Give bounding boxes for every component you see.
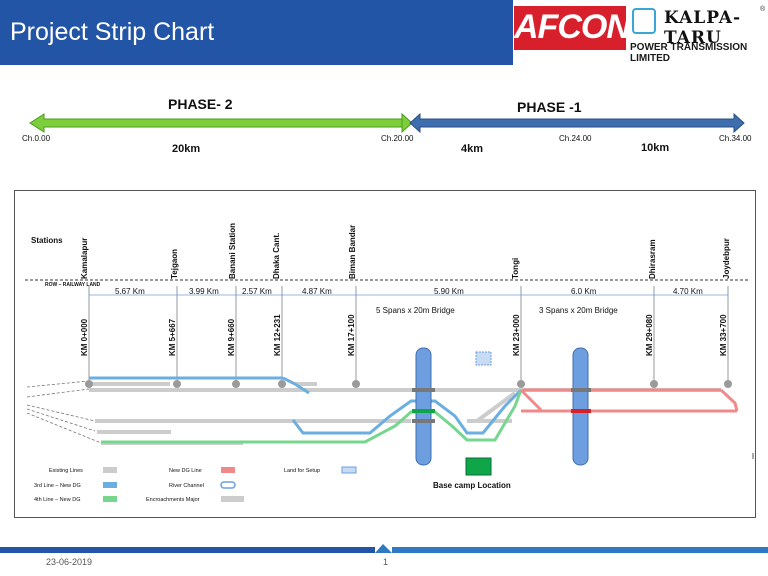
land-for-setup-area — [475, 351, 492, 366]
strip-diagram: Stations ROW – RAILWAY LAND Kamalapur Te… — [14, 190, 756, 518]
legend-swatch — [220, 481, 236, 489]
km-label: KM 9+660 — [227, 318, 236, 356]
title-bar: Project Strip Chart — [0, 0, 513, 65]
station-marker — [173, 380, 181, 388]
chainage-label: Ch.34.00 — [719, 134, 752, 143]
row-label: ROW – RAILWAY LAND — [45, 282, 101, 288]
spacing-label: 5.90 Km — [434, 287, 464, 296]
registered-mark: ® — [760, 6, 766, 13]
legend-label: 3rd Line – New DG — [34, 483, 81, 489]
spacing-label: 3.99 Km — [189, 287, 219, 296]
bridge-label: 5 Spans x 20m Bridge — [376, 306, 455, 315]
phase2-label: PHASE- 2 — [168, 96, 233, 112]
km-label: KM 12+231 — [273, 314, 282, 356]
km-label: KM 17+100 — [347, 314, 356, 356]
legend-label: Existing Lines — [49, 468, 83, 474]
spacing-label: 6.0 Km — [571, 287, 597, 296]
river-channel — [572, 347, 589, 466]
station-name: Banani Station — [228, 223, 237, 279]
legend-swatch — [103, 496, 117, 502]
station-name: Joydebpur — [722, 238, 731, 279]
kalpataru-emblem-icon — [632, 8, 656, 34]
page-title: Project Strip Chart — [10, 18, 215, 46]
legend-swatch — [103, 467, 117, 473]
chainage-label: Ch.20.00 — [381, 134, 414, 143]
station-name: Biman Bandar — [348, 225, 357, 279]
legend-swatch — [103, 482, 117, 488]
spacing-label: 4.87 Km — [302, 287, 332, 296]
base-camp-area — [465, 457, 492, 476]
legend-swatch — [221, 467, 235, 473]
chainage-label: Ch.24.00 — [559, 134, 592, 143]
station-marker — [232, 380, 240, 388]
footer-bar — [0, 544, 768, 553]
phase1-label: PHASE -1 — [517, 99, 582, 115]
kalpataru-logo-text: KALPA-TARU — [664, 8, 742, 48]
footer-date: 23-06-2019 — [46, 557, 93, 567]
legend-label: River Channel — [169, 483, 204, 489]
station-marker — [85, 380, 93, 388]
km-label: KM 29+080 — [645, 314, 654, 356]
km-label: KM 33+700 — [719, 314, 728, 356]
station-name: Tejgaon — [170, 249, 179, 279]
station-name: Tongi — [511, 258, 520, 279]
strip-diagram-svg: Stations ROW – RAILWAY LAND Kamalapur Te… — [25, 223, 754, 503]
spacing-label: 2.57 Km — [242, 287, 272, 296]
chainage-label: Ch.0.00 — [22, 134, 51, 143]
legend-label: Land for Setup — [284, 468, 320, 474]
legend-label: Encroachments Major — [146, 497, 200, 503]
phase1-arrow — [409, 112, 745, 134]
station-name: Kamalapur — [80, 238, 89, 279]
distance-label: 20km — [172, 143, 201, 155]
km-label: KM 5+667 — [168, 318, 177, 356]
phase2-arrow-head-right — [401, 112, 413, 134]
legend-swatch — [341, 466, 357, 474]
station-marker — [278, 380, 286, 388]
station-name: Dhaka Cant. — [272, 233, 281, 279]
phase2-arrow — [29, 113, 403, 133]
station-marker — [352, 380, 360, 388]
kalpataru-logo-subtitle: POWER TRANSMISSION LIMITED — [630, 42, 748, 64]
footer-page-number: 1 — [383, 557, 389, 567]
stations-label: Stations — [31, 236, 63, 245]
spacing-label: 4.70 Km — [673, 287, 703, 296]
distance-label: 4km — [461, 143, 484, 155]
river-channel — [415, 347, 432, 466]
station-marker — [724, 380, 732, 388]
station-name: Dhirasram — [648, 239, 657, 279]
km-label: KM 0+000 — [80, 318, 89, 356]
station-marker — [517, 380, 525, 388]
distance-label: 10km — [641, 142, 670, 154]
phase-arrows — [29, 112, 745, 134]
km-label: KM 23+000 — [512, 314, 521, 356]
bridge-label: 3 Spans x 20m Bridge — [539, 306, 618, 315]
legend-label: New DG Line — [169, 468, 202, 474]
station-marker — [650, 380, 658, 388]
spacing-label: 5.67 Km — [115, 287, 145, 296]
base-camp-label: Base camp Location — [433, 481, 511, 490]
legend-label: 4th Line – New DG — [34, 497, 80, 503]
legend-swatch — [221, 496, 244, 502]
